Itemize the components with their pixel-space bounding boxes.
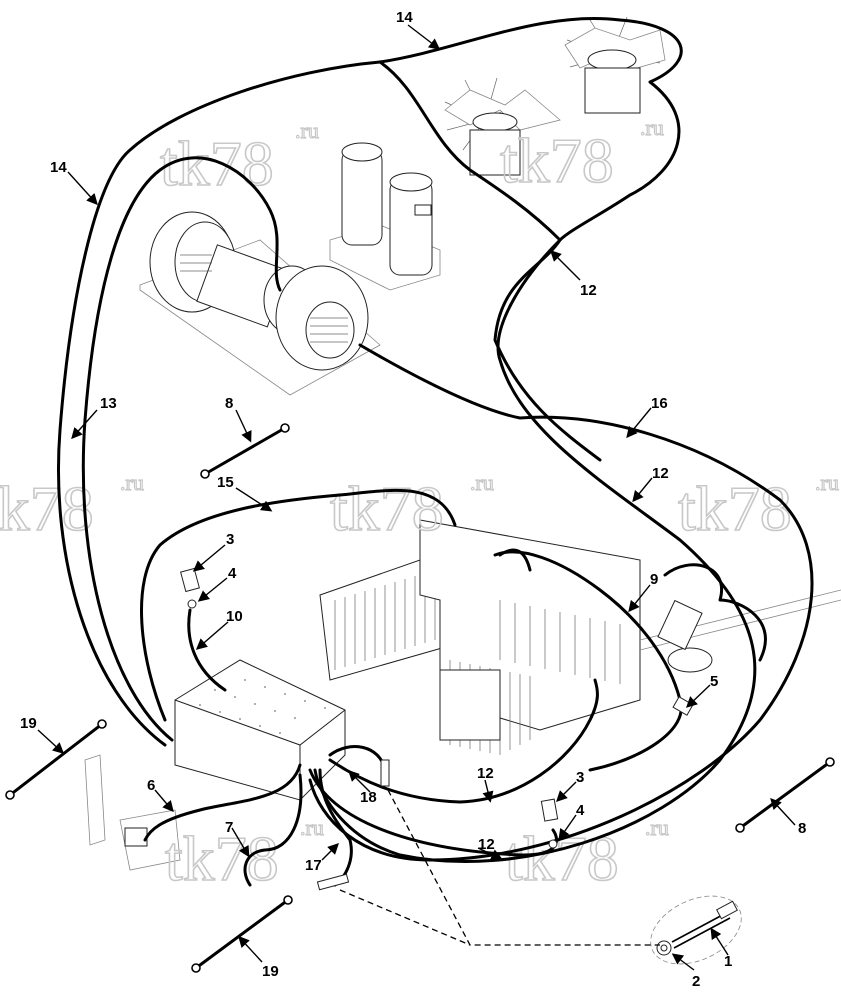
watermark-sup: .ru [645, 815, 669, 840]
callout-19: 19 [262, 963, 279, 980]
watermark-sup: .ru [815, 470, 839, 495]
callout-12: 12 [477, 765, 494, 782]
callout-7: 7 [225, 819, 233, 836]
harness-13 [81, 156, 282, 742]
callout-2: 2 [692, 973, 700, 990]
mounting-bracket [84, 754, 181, 871]
callout-14: 14 [50, 159, 67, 176]
callout-3: 3 [226, 531, 234, 548]
watermark-sup: .ru [300, 815, 324, 840]
condenser-fan-right [564, 16, 666, 114]
callout-13: 13 [100, 395, 117, 412]
callout-12: 12 [652, 465, 669, 482]
harness-10 [187, 608, 227, 692]
callout-4: 4 [228, 565, 237, 582]
compressor-pair [329, 142, 441, 291]
callout-1: 1 [724, 953, 732, 970]
callout-17: 17 [305, 857, 322, 874]
harness-9 [493, 550, 683, 772]
callout-10: 10 [226, 608, 243, 625]
callout-5: 5 [710, 673, 718, 690]
harness-15 [140, 488, 457, 722]
harness-16 [308, 343, 814, 862]
watermark-layer: tk78 .ru tk78 .ru tk78 .ru tk78 .ru tk78… [0, 114, 839, 894]
watermark-text: tk78 [678, 473, 792, 544]
callout-6: 6 [147, 777, 155, 794]
watermark-text: tk78 [0, 473, 94, 544]
harness-9-loop [663, 563, 767, 662]
callout-4: 4 [576, 802, 585, 819]
harness-17 [318, 768, 353, 887]
harness-12 [313, 238, 757, 863]
callout-16: 16 [651, 395, 668, 412]
callout-numbers: 14 14 12 13 8 16 12 15 3 4 9 10 5 19 12 … [20, 9, 806, 990]
callout-14: 14 [396, 9, 413, 26]
callout-15: 15 [217, 474, 234, 491]
evaporator-coil-assembly [319, 519, 841, 755]
blower-assembly [139, 211, 381, 396]
watermark-text: tk78 [165, 823, 279, 894]
watermark-sup: .ru [295, 118, 319, 143]
watermark-sup: .ru [470, 470, 494, 495]
callout-3: 3 [576, 769, 584, 786]
watermark-text: tk78 [500, 125, 614, 196]
leader-lines [37, 24, 796, 971]
harness-7 [243, 773, 303, 887]
callout-12: 12 [580, 282, 597, 299]
harness-6 [143, 763, 302, 842]
condenser-fan-left [444, 77, 561, 176]
callout-12: 12 [478, 836, 495, 853]
harness-9-loop2 [498, 548, 532, 572]
small-parts [5, 423, 835, 973]
callout-9: 9 [650, 571, 658, 588]
callout-18: 18 [360, 789, 377, 806]
callout-8: 8 [798, 820, 806, 837]
callout-8: 8 [225, 395, 233, 412]
watermark-sup: .ru [640, 115, 664, 140]
harness-lines [56, 16, 814, 887]
watermark-sup: .ru [120, 470, 144, 495]
harness-12-lower [328, 678, 599, 804]
callout-19: 19 [20, 715, 37, 732]
control-box [174, 659, 346, 801]
watermark-text: tk78 [330, 473, 444, 544]
